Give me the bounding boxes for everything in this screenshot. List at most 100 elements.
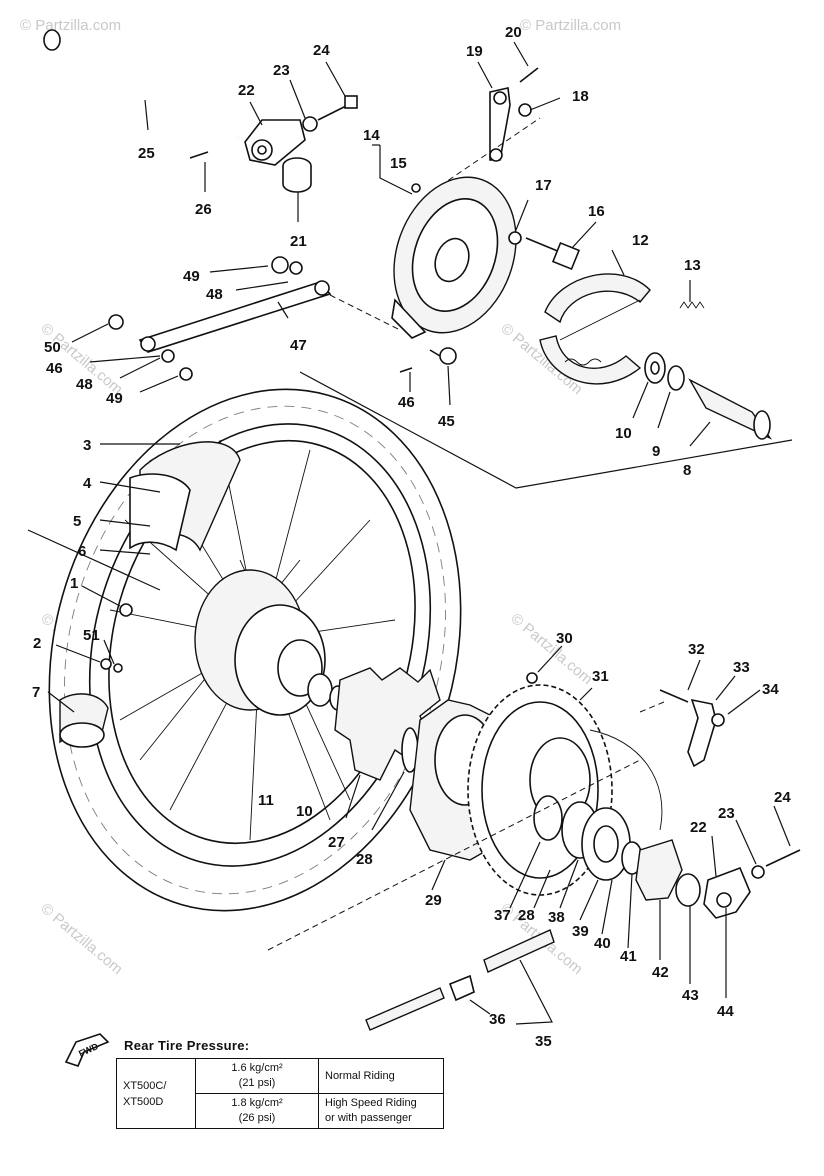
- callout: 13: [684, 257, 701, 274]
- callout: 16: [588, 203, 605, 220]
- callout: 25: [138, 145, 155, 162]
- callout: 28: [518, 907, 535, 924]
- callout: 34: [762, 681, 779, 698]
- brake-cam-lever: [439, 41, 561, 187]
- callout: 29: [425, 892, 442, 909]
- callout: 30: [556, 630, 573, 647]
- cotter-pin-26: [189, 151, 209, 192]
- tension-bar-47: [71, 256, 401, 393]
- callout: 5: [73, 513, 81, 530]
- callout: 40: [594, 935, 611, 952]
- callout: 26: [195, 201, 212, 218]
- pressure-cell: 1.8 kg/cm² (26 psi): [195, 1093, 319, 1129]
- callout: 2: [33, 635, 41, 652]
- callout: 49: [106, 390, 123, 407]
- condition-cell: Normal Riding: [318, 1058, 444, 1094]
- callout: 3: [83, 437, 91, 454]
- pressure-value: 1.8 kg/cm²: [231, 1097, 283, 1109]
- callout: 7: [32, 684, 40, 701]
- watermark: © Partzilla.com: [520, 17, 621, 34]
- watermark: © Partzilla.com: [37, 900, 125, 978]
- callout: 28: [356, 851, 373, 868]
- model-name: XT500D: [123, 1095, 164, 1108]
- condition-text: High Speed Riding: [325, 1097, 417, 1109]
- callout: 41: [620, 948, 637, 965]
- pressure-psi: (21 psi): [238, 1077, 276, 1089]
- callout: 48: [76, 376, 93, 393]
- sprocket-side-stack: [267, 759, 801, 998]
- callout: 39: [572, 923, 589, 940]
- callout: 49: [183, 268, 200, 285]
- callout: 46: [46, 360, 63, 377]
- callout: 8: [683, 462, 691, 479]
- callout: 23: [718, 805, 735, 822]
- callout: 38: [548, 909, 565, 926]
- callout: 21: [290, 233, 307, 250]
- callout: 22: [690, 819, 707, 836]
- collar-21: [282, 157, 312, 222]
- callout: 6: [78, 543, 86, 560]
- model-cell: XT500C/ XT500D: [116, 1058, 196, 1129]
- brake-shoe-plate: [372, 144, 517, 339]
- callout: 48: [206, 286, 223, 303]
- callout: 10: [615, 425, 632, 442]
- chain-adjuster-top: [244, 61, 358, 166]
- callout: 27: [328, 834, 345, 851]
- callout: 33: [733, 659, 750, 676]
- pressure-cell: 1.6 kg/cm² (21 psi): [195, 1058, 319, 1094]
- pressure-value: 1.6 kg/cm²: [231, 1062, 283, 1074]
- callout: 31: [592, 668, 609, 685]
- callout: 15: [390, 155, 407, 172]
- callout: 20: [505, 24, 522, 41]
- callout: 12: [632, 232, 649, 249]
- lock-washer-assembly-32-34: [639, 659, 761, 768]
- hub: [194, 569, 347, 716]
- bearing-10-9-collar-8: [632, 352, 773, 447]
- callout: 50: [44, 339, 61, 356]
- callout: 32: [688, 641, 705, 658]
- condition-text: Normal Riding: [325, 1069, 395, 1082]
- callout: 19: [466, 43, 483, 60]
- callout: 35: [535, 1033, 552, 1050]
- callout: 47: [290, 337, 307, 354]
- condition-cell: High Speed Riding or with passenger: [318, 1093, 444, 1129]
- callout: 14: [363, 127, 380, 144]
- callout: 44: [717, 1003, 734, 1020]
- callout: 42: [652, 964, 669, 981]
- callout: 45: [438, 413, 455, 430]
- camshaft-16: [508, 199, 597, 271]
- bolt-30: [526, 645, 563, 684]
- watermark: © Partzilla.com: [507, 610, 595, 688]
- pressure-psi: (26 psi): [238, 1112, 276, 1124]
- rear-axle: [43, 29, 240, 141]
- hub-assembly-bracket: [299, 371, 793, 489]
- callout: 18: [572, 88, 589, 105]
- callout: 1: [70, 575, 78, 592]
- callout: 23: [273, 62, 290, 79]
- callout-labels: 20 19 18 24 23 22 25 26 21 14 15 17 16 1…: [32, 24, 791, 1050]
- bolt-45-pin-46: [399, 347, 457, 406]
- condition-text: or with passenger: [325, 1112, 412, 1124]
- watermark: © Partzilla.com: [20, 17, 121, 34]
- callout: 37: [494, 907, 511, 924]
- callout: 9: [652, 443, 660, 460]
- callout: 11: [258, 792, 274, 809]
- callout: 24: [313, 42, 330, 59]
- callout: 4: [83, 475, 92, 492]
- callout: 24: [774, 789, 791, 806]
- callout: 36: [489, 1011, 506, 1028]
- model-name: XT500C/: [123, 1079, 167, 1092]
- callout: 17: [535, 177, 552, 194]
- brake-shoes: [539, 249, 651, 385]
- spring-13: [679, 280, 705, 309]
- rim-strip-tube: [59, 441, 241, 748]
- drive-chain: [365, 929, 555, 1031]
- pressure-grid: XT500C/ XT500D 1.6 kg/cm² (21 psi) Norma…: [116, 1058, 444, 1129]
- fwd-arrow-icon: FWD: [64, 1033, 110, 1067]
- table-title: Rear Tire Pressure:: [124, 1038, 250, 1053]
- callout: 43: [682, 987, 699, 1004]
- table-row: 1.8 kg/cm² (26 psi) High Speed Riding or…: [117, 1093, 444, 1129]
- callout: 46: [398, 394, 415, 411]
- callout: 51: [83, 627, 100, 644]
